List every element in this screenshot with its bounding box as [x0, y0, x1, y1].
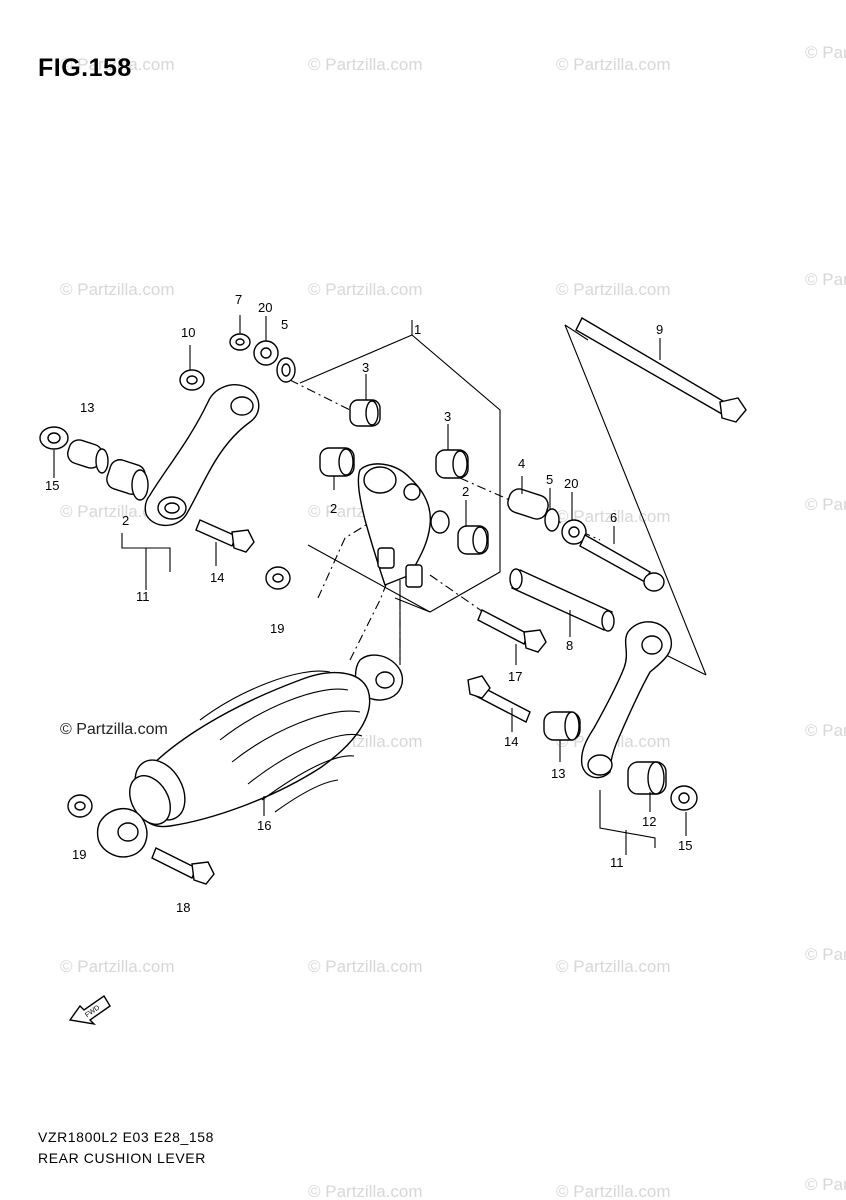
long-bolt: [575, 317, 747, 423]
lever-bolt: [477, 609, 547, 653]
watermark: © Partzilla.com: [805, 495, 846, 514]
watermark: © Partzilla.com: [308, 55, 423, 74]
callout-label: 20: [564, 476, 578, 491]
callout-label: 11: [610, 855, 624, 870]
watermark: © Partzilla.com: [556, 55, 671, 74]
callout-label: 8: [566, 638, 573, 653]
spacer-tube: [509, 568, 615, 632]
left-cushion-rod: [144, 384, 260, 527]
callout-label: 15: [45, 478, 59, 493]
central-lever-bracket: [357, 463, 450, 588]
watermark: © Partzilla.com: [308, 280, 423, 299]
callout-label: 11: [136, 589, 150, 604]
callout-label: 19: [270, 621, 284, 636]
callout-label: 13: [551, 766, 565, 781]
watermark: © Partzilla.com: [60, 55, 175, 74]
watermark: © Partzilla.com: [556, 507, 671, 526]
rear-shock-absorber: [96, 654, 404, 858]
callout-label: 14: [210, 570, 224, 585]
right-pivot-parts: [507, 488, 665, 592]
watermark: © Partzilla.com: [556, 957, 671, 976]
callout-numbers: 7 20 5 1 9 10 3 3 13 15 2 2 2 4 5 20 6 1…: [45, 292, 692, 915]
callout-label: 5: [546, 472, 553, 487]
callout-label: 13: [80, 400, 94, 415]
watermark: © Partzilla.com: [60, 280, 175, 299]
needle-bearings: [319, 399, 489, 555]
callout-label: 12: [642, 814, 656, 829]
watermark: © Partzilla.com: [308, 957, 423, 976]
upper-washers: [229, 333, 296, 383]
callout-label: 1: [414, 322, 421, 337]
leader-lines: [53, 315, 687, 836]
watermark: © Partzilla.com: [556, 1182, 671, 1200]
callout-label: 3: [362, 360, 369, 375]
right-cushion-rod: [580, 621, 673, 779]
watermark: © Partzilla.com: [60, 957, 175, 976]
watermark: © Partzilla.com: [805, 945, 846, 964]
callout-label: 19: [72, 847, 86, 862]
callout-label: 2: [122, 513, 129, 528]
watermark: © Partzilla.com: [805, 721, 846, 740]
callout-label: 17: [508, 669, 522, 684]
callout-label: 10: [181, 325, 195, 340]
right-bearing-parts: [467, 675, 698, 811]
lower-hardware: [67, 519, 291, 885]
left-bearing-parts: [39, 369, 205, 501]
callout-label: 18: [176, 900, 190, 915]
watermark: © Partzilla.com: [805, 1175, 846, 1194]
watermark: © Partzilla.com: [556, 280, 671, 299]
callout-label: 6: [610, 510, 617, 525]
callout-label: 9: [656, 322, 663, 337]
callout-label: 14: [504, 734, 518, 749]
model-code: VZR1800L2 E03 E28_158: [38, 1129, 215, 1145]
callout-label: 15: [678, 838, 692, 853]
callout-label: 2: [462, 484, 469, 499]
forward-arrow-icon: FWD: [68, 994, 111, 1026]
callout-label: 20: [258, 300, 272, 315]
callout-label: 4: [518, 456, 525, 471]
callout-label: 2: [330, 501, 337, 516]
watermark-grid: © Partzilla.com © Partzilla.com © Partzi…: [60, 43, 846, 1200]
watermark: © Partzilla.com: [805, 43, 846, 62]
callout-label: 5: [281, 317, 288, 332]
callout-label: 7: [235, 292, 242, 307]
watermark: © Partzilla.com: [805, 270, 846, 289]
figure-title: FIG.158: [38, 54, 132, 82]
watermark-prominent: © Partzilla.com: [60, 721, 168, 738]
section-name: REAR CUSHION LEVER: [38, 1150, 206, 1166]
callout-label: 16: [257, 818, 271, 833]
callout-label: 3: [444, 409, 451, 424]
watermark: © Partzilla.com: [308, 1182, 423, 1200]
